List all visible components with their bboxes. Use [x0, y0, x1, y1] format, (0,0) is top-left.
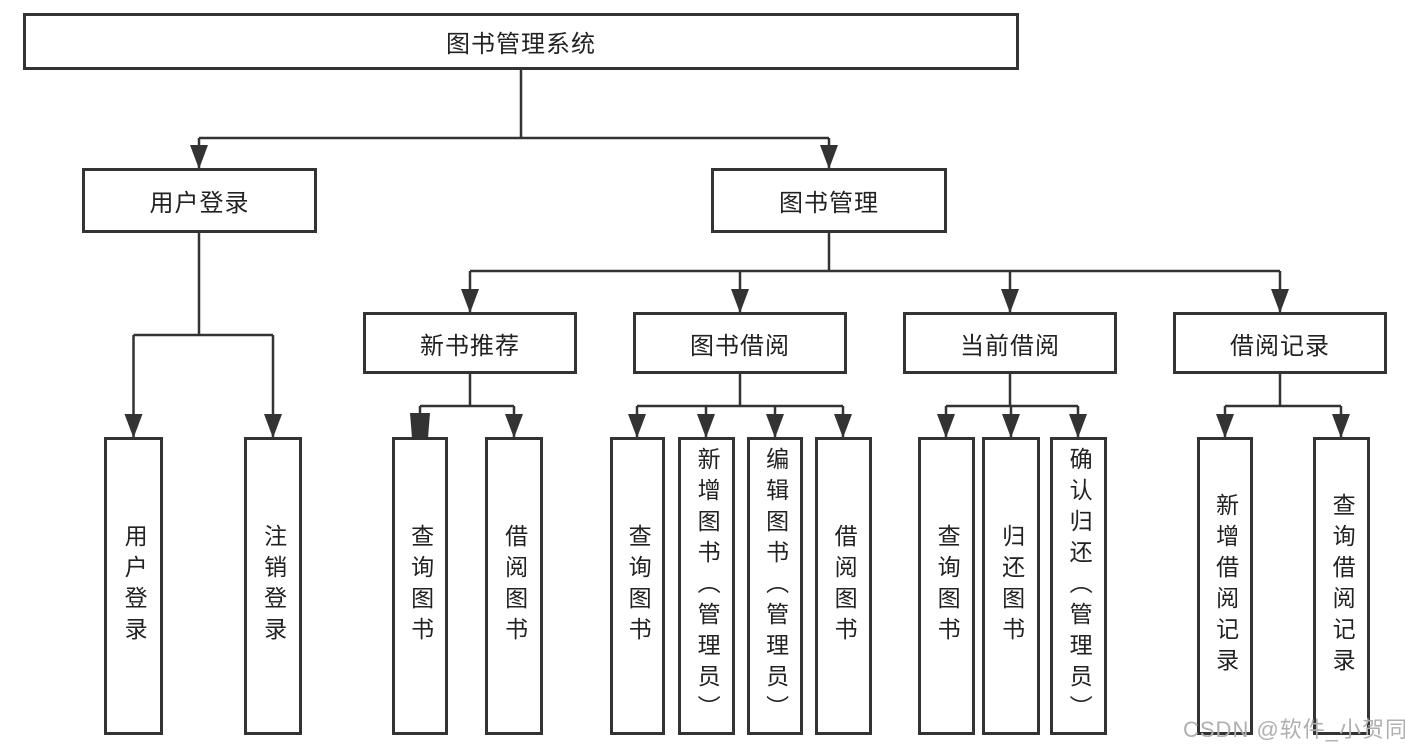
- leaf-return-books: 归还图书: [982, 437, 1040, 735]
- root-node-label: 图书管理系统: [446, 31, 596, 58]
- leaf-confirm-return-admin: 确认归还（管理员）: [1050, 437, 1107, 735]
- leaf-query-borrow-record: 查询借阅记录: [1313, 437, 1370, 735]
- leaf-borrow-query-books-label: 查询图书: [625, 524, 652, 648]
- leaf-borrow-books: 借阅图书: [815, 437, 872, 735]
- leaf-add-borrow-record-label: 新增借阅记录: [1212, 493, 1239, 679]
- csdn-watermark: CSDN @软件_小贺同学: [1183, 717, 1405, 742]
- leaf-edit-books-admin-label: 编辑图书（管理员）: [762, 446, 789, 726]
- leaf-current-query-books: 查询图书: [918, 437, 975, 735]
- leaf-recommend-query-books-label: 查询图书: [407, 524, 434, 648]
- leaf-logout: 注销登录: [244, 437, 302, 735]
- leaf-confirm-return-admin-label: 确认归还（管理员）: [1066, 446, 1093, 726]
- node-borrow-records-label: 借阅记录: [1230, 332, 1330, 360]
- leaf-borrow-query-books: 查询图书: [610, 437, 665, 735]
- node-book-management-label: 图书管理: [779, 190, 879, 217]
- leaf-user-login-label: 用户登录: [121, 524, 148, 648]
- leaf-current-query-books-label: 查询图书: [934, 524, 961, 648]
- node-new-book-recommend: 新书推荐: [363, 312, 577, 374]
- leaf-recommend-query-books: 查询图书: [392, 437, 448, 735]
- leaf-return-books-label: 归还图书: [998, 524, 1025, 648]
- node-current-borrow: 当前借阅: [903, 312, 1117, 374]
- node-current-borrow-label: 当前借阅: [960, 332, 1060, 360]
- leaf-add-borrow-record: 新增借阅记录: [1197, 437, 1253, 735]
- root-node-library-system: 图书管理系统: [23, 13, 1019, 70]
- leaf-recommend-borrow-books: 借阅图书: [485, 437, 543, 735]
- node-book-borrow-label: 图书借阅: [690, 332, 790, 360]
- node-user-login: 用户登录: [82, 168, 317, 233]
- node-borrow-records: 借阅记录: [1173, 312, 1387, 374]
- node-new-book-recommend-label: 新书推荐: [420, 332, 520, 360]
- leaf-user-login: 用户登录: [104, 437, 163, 735]
- node-user-login-label: 用户登录: [149, 190, 250, 217]
- leaf-add-books-admin-label: 新增图书（管理员）: [694, 446, 721, 726]
- tree-edges: [132, 70, 1343, 437]
- node-book-management: 图书管理: [711, 168, 947, 233]
- leaf-query-borrow-record-label: 查询借阅记录: [1329, 493, 1356, 679]
- leaf-borrow-books-label: 借阅图书: [831, 524, 858, 648]
- node-book-borrow: 图书借阅: [633, 312, 847, 374]
- leaf-recommend-borrow-books-label: 借阅图书: [501, 524, 528, 648]
- leaf-add-books-admin: 新增图书（管理员）: [678, 437, 735, 735]
- leaf-edit-books-admin: 编辑图书（管理员）: [747, 437, 803, 735]
- leaf-logout-label: 注销登录: [260, 524, 287, 648]
